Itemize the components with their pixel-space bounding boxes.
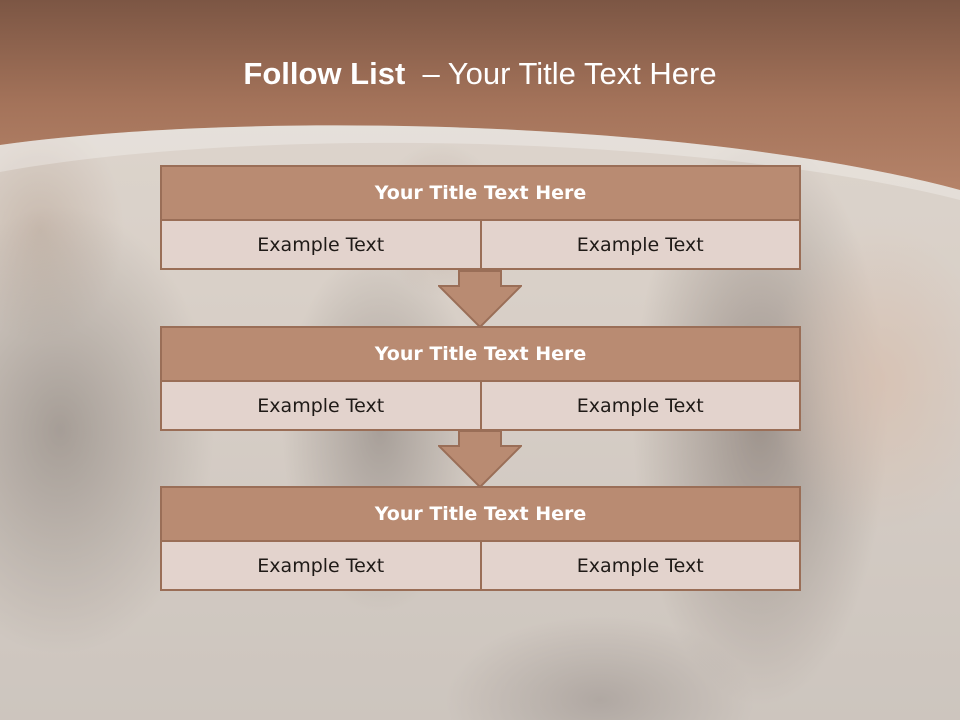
list-block-3: Your Title Text Here Example Text Exampl…	[160, 486, 801, 591]
block-cell-right: Example Text	[481, 382, 801, 431]
down-arrow-icon	[438, 430, 522, 488]
page-title: Follow List – Your Title Text Here	[0, 56, 960, 92]
list-block-1: Your Title Text Here Example Text Exampl…	[160, 165, 801, 270]
page-title-rest: – Your Title Text Here	[422, 56, 717, 91]
block-title: Your Title Text Here	[160, 486, 801, 542]
block-title: Your Title Text Here	[160, 165, 801, 221]
block-cell-right: Example Text	[481, 542, 801, 591]
down-arrow-icon	[438, 270, 522, 328]
block-row: Example Text Example Text	[160, 382, 801, 431]
header-band	[0, 0, 960, 200]
list-block-2: Your Title Text Here Example Text Exampl…	[160, 326, 801, 431]
block-cell-left: Example Text	[160, 382, 482, 431]
page-title-bold: Follow List	[243, 56, 406, 91]
block-title: Your Title Text Here	[160, 326, 801, 382]
block-cell-right: Example Text	[481, 221, 801, 270]
block-cell-left: Example Text	[160, 221, 482, 270]
block-row: Example Text Example Text	[160, 221, 801, 270]
block-cell-left: Example Text	[160, 542, 482, 591]
block-row: Example Text Example Text	[160, 542, 801, 591]
